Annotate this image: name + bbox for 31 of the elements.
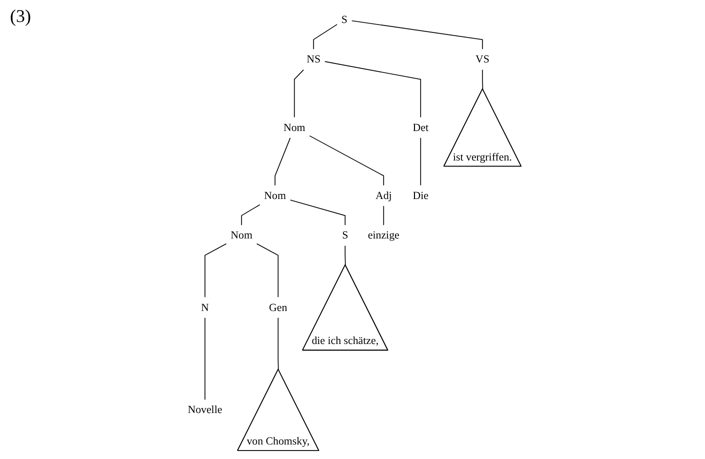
node-text: Nom xyxy=(230,228,253,241)
node-text: Gen xyxy=(269,301,288,314)
node-text: Det xyxy=(413,121,429,134)
connector xyxy=(420,137,422,186)
connector xyxy=(383,205,384,226)
node-text: Adj xyxy=(376,189,392,202)
connector xyxy=(482,68,484,90)
connector xyxy=(290,199,346,226)
connector xyxy=(324,60,422,118)
node-text: NS xyxy=(306,52,321,65)
connector xyxy=(278,316,280,370)
node-text: Nom xyxy=(284,121,306,134)
connector xyxy=(344,244,346,266)
connector xyxy=(241,204,260,226)
connector xyxy=(294,68,304,118)
node-text: einzige xyxy=(368,228,400,241)
node-text: S xyxy=(342,13,348,26)
node-text: S xyxy=(342,228,348,241)
connector xyxy=(309,134,384,186)
node-text: VS xyxy=(476,52,490,65)
connector xyxy=(204,242,227,298)
node-text: Nom xyxy=(264,189,286,202)
node-text: Novelle xyxy=(188,403,222,416)
connector xyxy=(256,242,279,298)
connector xyxy=(313,24,338,50)
node-text: N xyxy=(201,301,210,314)
connector xyxy=(352,20,484,50)
connector xyxy=(204,316,206,400)
example-number: (3) xyxy=(10,6,31,27)
connector xyxy=(274,137,291,186)
node-text: Die xyxy=(413,189,429,202)
